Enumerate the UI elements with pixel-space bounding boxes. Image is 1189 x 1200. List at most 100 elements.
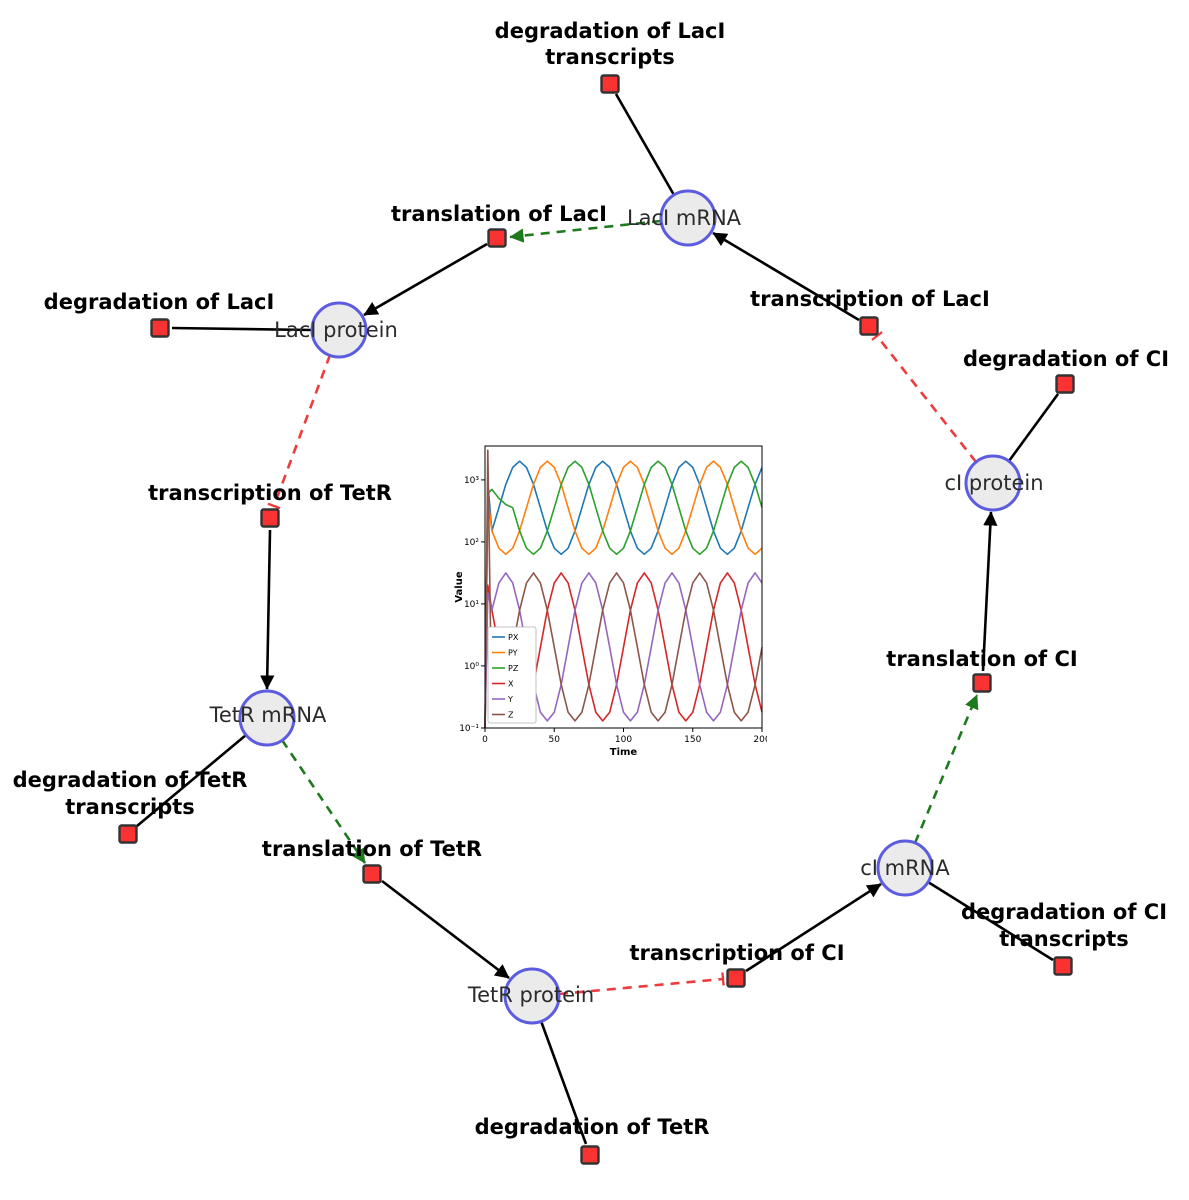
- edge-tetrprotein-to-deg-tetr: [539, 1020, 588, 1145]
- edge-laciprotein-inhibits-transcription-tetr: [267, 354, 332, 510]
- reaction-translation-tetr: translation of TetR: [262, 837, 482, 884]
- edge-transcription-laci-to-lacimrna: [712, 231, 860, 322]
- edge-ciprotein-to-deg-ci: [1007, 393, 1060, 462]
- species-circle: [310, 301, 368, 359]
- reaction-label: degradation of TetR: [13, 768, 248, 792]
- legend-label-z: Z: [508, 711, 514, 720]
- edge-tetrmrna-modifies-translation: [280, 739, 367, 864]
- edge-laciprotein-to-deg-laci: [171, 326, 313, 332]
- reaction-transcription-laci: transcription of LacI: [750, 287, 990, 336]
- reaction-square: [1053, 956, 1073, 976]
- reaction-label: transcripts: [999, 927, 1129, 951]
- y-tick-label: 10³: [464, 476, 479, 486]
- species-circle: [659, 189, 717, 247]
- x-tick-label: 0: [482, 735, 488, 745]
- species-label: LacI protein: [274, 318, 398, 342]
- legend-label-y: Y: [507, 695, 513, 704]
- species-ci-mrna: cI mRNA: [860, 839, 950, 897]
- reaction-label: transcription of TetR: [148, 481, 392, 505]
- reaction-label: transcription of CI: [629, 941, 844, 965]
- edge-cimrna-modifies-translation: [913, 694, 979, 844]
- species-tetr-protein: TetR protein: [467, 967, 594, 1025]
- reaction-nodes: degradation of LacI transcripts translat…: [13, 19, 1169, 1165]
- reaction-degradation-ci-transcripts: degradation of CI transcripts: [961, 900, 1167, 976]
- edge-transcription-tetr-to-tetrmrna: [260, 529, 275, 690]
- legend-label-px: PX: [508, 633, 519, 642]
- reaction-label: degradation of TetR: [475, 1115, 710, 1139]
- x-tick-label: 50: [549, 735, 561, 745]
- x-tick-label: 100: [615, 735, 632, 745]
- species-tetr-mrna: TetR mRNA: [209, 689, 327, 747]
- reaction-translation-ci: translation of CI: [886, 647, 1078, 693]
- reaction-label: translation of TetR: [262, 837, 482, 861]
- species-circle: [238, 689, 296, 747]
- species-circle: [876, 839, 934, 897]
- reaction-square: [150, 318, 170, 338]
- edge-tetrprotein-inhibits-transcription-ci: [558, 972, 725, 996]
- species-laci-mrna: LacI mRNA: [627, 189, 742, 247]
- chart-series-PZ: [484, 460, 763, 729]
- species-circle: [964, 454, 1022, 512]
- chart-series-PX: [484, 460, 763, 729]
- y-tick-label: 10¹: [464, 600, 479, 610]
- species-label: LacI mRNA: [627, 206, 742, 230]
- edge-translation-ci-to-ciprotein: [981, 511, 998, 672]
- y-axis: 10⁻¹ 10⁰ 10¹ 10² 10³ Value: [454, 476, 485, 734]
- reaction-square: [600, 74, 620, 94]
- species-nodes: LacI mRNA LacI protein cI protein TetR m…: [209, 189, 1044, 1025]
- reaction-square: [260, 508, 280, 528]
- reaction-label: transcription of LacI: [750, 287, 990, 311]
- edge-translation-laci-to-laciprotein: [363, 242, 488, 317]
- reaction-square: [726, 968, 746, 988]
- x-tick-label: 150: [684, 735, 701, 745]
- y-axis-title: Value: [454, 571, 465, 602]
- species-laci-protein: LacI protein: [274, 301, 398, 359]
- reaction-label: degradation of CI: [961, 900, 1167, 924]
- reaction-label: translation of CI: [886, 647, 1077, 671]
- reaction-degradation-tetr: degradation of TetR: [475, 1115, 710, 1165]
- reaction-label: transcripts: [545, 45, 675, 69]
- reaction-transcription-ci: transcription of CI: [629, 941, 845, 988]
- y-tick-label: 10⁻¹: [459, 724, 479, 734]
- chart-legend: PX PY PZ X Y Z: [487, 626, 537, 724]
- reaction-translation-laci: translation of LacI: [391, 202, 607, 248]
- x-tick-label: 200: [753, 735, 767, 745]
- legend-label-x: X: [508, 680, 514, 689]
- edge-cimrna-to-deg-transcripts: [927, 880, 1054, 962]
- reaction-degradation-laci-transcripts: degradation of LacI transcripts: [495, 19, 726, 94]
- species-label: TetR mRNA: [209, 703, 327, 727]
- y-tick-label: 10⁰: [464, 662, 479, 672]
- y-tick-label: 10²: [464, 538, 479, 548]
- edge-lacimrna-to-deg-transcripts: [614, 93, 676, 196]
- reaction-transcription-tetr: transcription of TetR: [148, 481, 392, 528]
- reaction-square: [972, 673, 992, 693]
- reaction-degradation-laci: degradation of LacI: [44, 290, 274, 338]
- timecourse-chart: 10⁻¹ 10⁰ 10¹ 10² 10³ Value 0 50 100 150 …: [452, 441, 767, 759]
- edge-transcription-ci-to-cimrna: [745, 882, 882, 973]
- x-axis-title: Time: [610, 747, 638, 758]
- legend-label-py: PY: [508, 649, 518, 658]
- reaction-degradation-tetr-transcripts: degradation of TetR transcripts: [13, 768, 248, 844]
- reaction-label: degradation of CI: [963, 347, 1169, 371]
- reaction-square: [580, 1145, 600, 1165]
- reaction-label: transcripts: [65, 795, 195, 819]
- reaction-square: [118, 824, 138, 844]
- legend-label-pz: PZ: [508, 664, 519, 673]
- species-ci-protein: cI protein: [944, 454, 1044, 512]
- reaction-square: [362, 864, 382, 884]
- reaction-label: translation of LacI: [391, 202, 607, 226]
- chart-series-Z: [484, 449, 763, 729]
- species-circle: [503, 967, 561, 1025]
- reaction-label: degradation of LacI: [495, 19, 726, 43]
- species-label: cI protein: [944, 471, 1043, 495]
- reaction-square: [859, 316, 879, 336]
- reaction-square: [487, 228, 507, 248]
- chart-series-PY: [484, 460, 763, 729]
- x-axis: 0 50 100 150 200 Time: [482, 728, 767, 758]
- reaction-degradation-ci: degradation of CI: [963, 347, 1169, 394]
- edges: [136, 93, 1060, 1145]
- edge-ciprotein-inhibits-transcription-laci: [871, 331, 978, 463]
- species-label: cI mRNA: [860, 856, 950, 880]
- edge-tetrmrna-to-deg-transcripts: [136, 734, 247, 827]
